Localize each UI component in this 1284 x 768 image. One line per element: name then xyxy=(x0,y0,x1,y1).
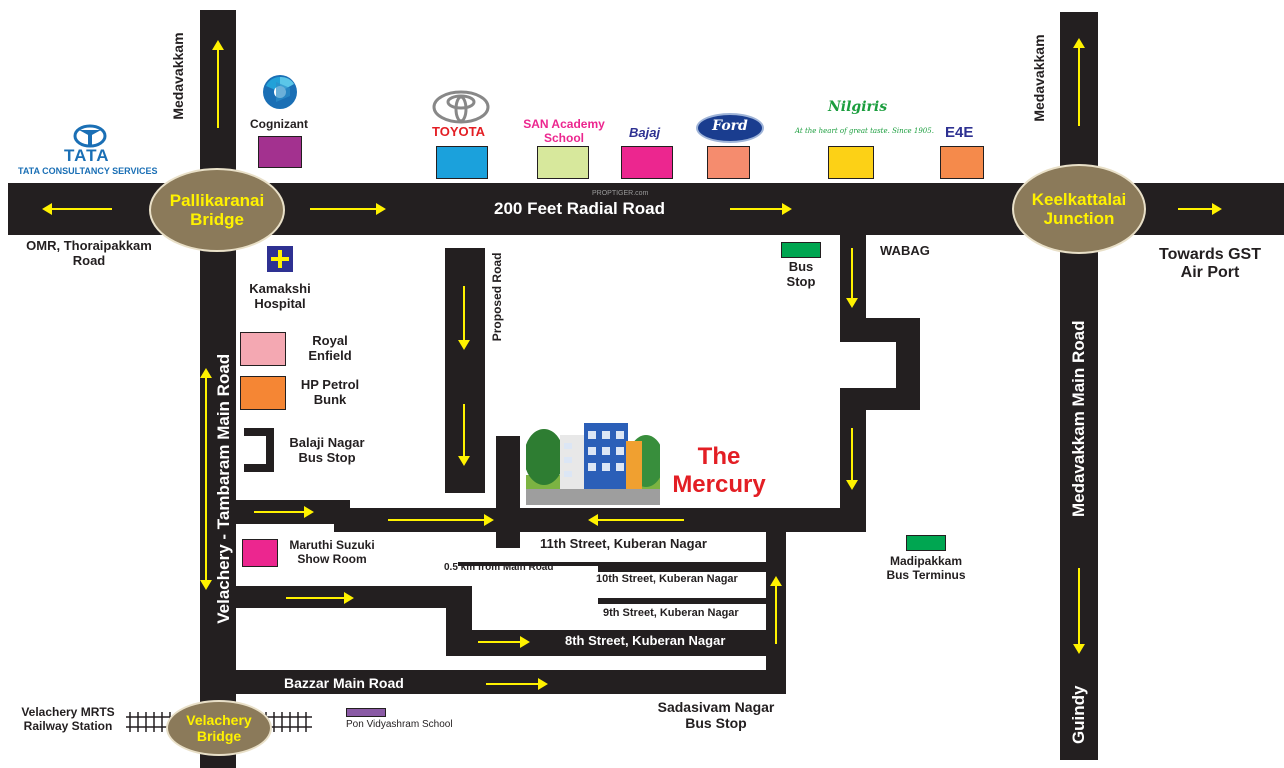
bus-stop-label: Bus Stop xyxy=(786,259,816,289)
balaji-bus-stop-label: Balaji Nagar Bus Stop xyxy=(289,435,365,465)
arrow-head xyxy=(304,506,314,518)
arrow-head xyxy=(770,576,782,586)
madipakkam-label: Madipakkam Bus Terminus xyxy=(886,554,966,582)
velachery-bridge-label: Velachery Bridge xyxy=(186,712,252,744)
madipakkam-marker xyxy=(906,535,946,551)
velachery-tambaram-label: Velachery - Tambaram Main Road xyxy=(214,353,234,624)
arrow-head xyxy=(846,480,858,490)
arrow-head xyxy=(200,580,212,590)
cognizant-label: Cognizant xyxy=(250,117,308,131)
radial-road-label: 200 Feet Radial Road xyxy=(494,199,666,218)
street-10-road xyxy=(598,566,766,572)
street-8-label: 8th Street, Kuberan Nagar xyxy=(565,633,726,648)
arrow-head xyxy=(200,368,212,378)
nilgiris-tagline: At the heart of great taste. Since 1905. xyxy=(795,127,934,135)
street-11-label: 11th Street, Kuberan Nagar xyxy=(540,536,707,551)
ford-marker xyxy=(707,146,750,179)
street-9-label: 9th Street, Kuberan Nagar xyxy=(603,607,739,619)
bus-stop-marker xyxy=(781,242,821,258)
toyota-marker xyxy=(436,146,488,179)
ford-logo: Ford xyxy=(696,113,764,143)
keelkattalai-junction-label: Keelkattalai Junction xyxy=(1031,190,1127,228)
pallikaranai-bridge-junction: Pallikaranai Bridge xyxy=(149,168,285,252)
toyota-logo xyxy=(432,90,490,124)
mrts-station-label: Velachery MRTS Railway Station xyxy=(21,705,115,733)
tata-label: TATA xyxy=(64,146,110,165)
tata-subtitle: TATA CONSULTANCY SERVICES xyxy=(18,166,158,176)
san-academy-marker xyxy=(537,146,589,179)
project-building-image xyxy=(526,417,660,505)
tata-logo xyxy=(70,124,110,148)
ford-label: Ford xyxy=(712,118,748,134)
road-network xyxy=(8,10,1284,768)
arrow-head xyxy=(458,456,470,466)
street-10-label: 10th Street, Kuberan Nagar xyxy=(596,573,738,585)
arrow-head xyxy=(344,592,354,604)
bajaj-marker xyxy=(621,146,673,179)
street-9-road xyxy=(598,598,766,604)
pon-vidyashram-marker xyxy=(346,708,386,717)
project-name: The Mercury xyxy=(672,443,766,498)
arrow-head xyxy=(376,203,386,215)
arrow-head xyxy=(212,40,224,50)
watermark: PROPTIGER.com xyxy=(592,190,649,197)
bazzar-road-label: Bazzar Main Road xyxy=(284,675,404,691)
gst-direction-label: Towards GST Air Port xyxy=(1159,246,1261,282)
arrow-head xyxy=(458,340,470,350)
cognizant-logo xyxy=(260,74,300,110)
hp-petrol-label: HP Petrol Bunk xyxy=(300,377,360,407)
arrow-head xyxy=(846,298,858,308)
arrow-head xyxy=(588,514,598,526)
arrow-head xyxy=(1073,644,1085,654)
wabag-road xyxy=(840,233,920,532)
guindy-label: Guindy xyxy=(1069,685,1089,745)
cognizant-marker xyxy=(258,136,302,168)
maruthi-marker xyxy=(242,539,278,567)
medavakkam-left-label: Medavakkam xyxy=(169,32,186,120)
e4e-marker xyxy=(940,146,984,179)
arrow-head xyxy=(42,203,52,215)
pon-vidyashram-label: Pon Vidyashram School xyxy=(346,719,453,730)
maruthi-label: Maruthi Suzuki Show Room xyxy=(289,538,375,566)
royal-enfield-label: Royal Enfield xyxy=(308,333,352,363)
keelkattalai-junction: Keelkattalai Junction xyxy=(1012,164,1146,254)
san-academy-label: SAN Academy School xyxy=(523,117,605,145)
arrow-head xyxy=(538,678,548,690)
bazzar-road xyxy=(236,670,786,694)
arrow-head xyxy=(782,203,792,215)
omr-direction-label: OMR, Thoraipakkam Road xyxy=(26,238,152,268)
medavakkam-right-label: Medavakkam xyxy=(1030,34,1047,122)
hospital-icon xyxy=(267,246,293,272)
sadasivam-bus-stop-label: Sadasivam Nagar Bus Stop xyxy=(657,699,775,732)
hp-petrol-marker xyxy=(240,376,286,410)
wabag-label: WABAG xyxy=(880,243,930,258)
proposed-road-label: Proposed Road xyxy=(490,252,505,342)
street-8-road xyxy=(236,586,472,608)
pallikaranai-bridge-label: Pallikaranai Bridge xyxy=(169,191,265,229)
arrow-head xyxy=(1212,203,1222,215)
nilgiris-label: Nilgiris xyxy=(828,99,888,115)
toyota-label: TOYOTA xyxy=(432,124,485,139)
e4e-label: E4E xyxy=(945,124,974,141)
royal-enfield-marker xyxy=(240,332,286,366)
distance-note: 0.5 km from Main Road xyxy=(444,562,554,573)
balaji-bus-stop-mark xyxy=(244,428,274,472)
direction-arrows xyxy=(42,38,1222,690)
nilgiris-marker xyxy=(828,146,874,179)
arrow-head xyxy=(484,514,494,526)
bajaj-label: Bajaj xyxy=(629,125,661,140)
arrow-head xyxy=(520,636,530,648)
medavakkam-main-label: Medavakkam Main Road xyxy=(1069,320,1089,518)
velachery-bridge-junction: Velachery Bridge xyxy=(166,700,272,756)
arrow-head xyxy=(1073,38,1085,48)
kamakshi-hospital-label: Kamakshi Hospital xyxy=(249,281,311,311)
